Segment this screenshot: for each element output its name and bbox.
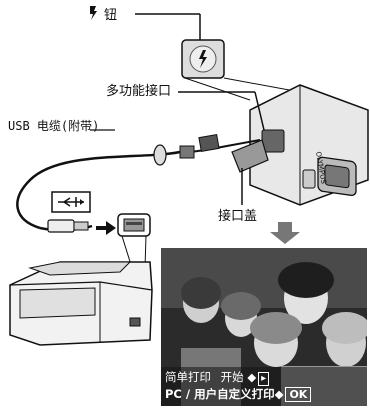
print-menu: 简单打印 开始 ◆▸ PC / 用户自定义打印◆OK <box>161 367 367 406</box>
usb-cable-label: USB 电缆(附带) <box>8 119 100 133</box>
arrow-right-icon <box>96 221 116 235</box>
ferrite-core <box>153 144 167 166</box>
menu-line-easy-print[interactable]: 简单打印 开始 ◆▸ <box>161 369 367 386</box>
camera-screen-photo: 简单打印 开始 ◆▸ PC / 用户自定义打印◆OK <box>161 248 367 406</box>
camera: OLYMPUS <box>231 84 369 206</box>
usb-cable <box>16 133 261 233</box>
camera-flash-window <box>302 169 316 189</box>
easy-print-label: 简单打印 <box>165 370 211 384</box>
ok-button-icon: OK <box>285 387 312 402</box>
print-button-icon: ▸ <box>258 372 270 386</box>
flash-button-label: 钮 <box>104 8 118 23</box>
flash-icon <box>199 50 207 68</box>
printer <box>9 261 153 346</box>
flash-label-icon <box>90 6 97 20</box>
connector-cover-label: 接口盖 <box>218 209 258 224</box>
multi-connector-label: 多功能接口 <box>106 84 172 99</box>
diamond-icon: ◆ <box>274 387 284 401</box>
connector-cover <box>231 139 269 173</box>
diamond-icon: ◆ <box>247 370 257 384</box>
printer-usb-port <box>129 317 141 327</box>
arrow-down-icon <box>270 222 300 244</box>
start-label: 开始 <box>220 370 244 384</box>
menu-line-custom-print[interactable]: PC / 用户自定义打印◆OK <box>161 386 367 403</box>
pc-custom-print-label: PC / 用户自定义打印 <box>165 387 275 401</box>
usb-plug <box>47 219 75 233</box>
usb-icon <box>58 197 84 207</box>
multi-connector-port <box>261 129 285 153</box>
